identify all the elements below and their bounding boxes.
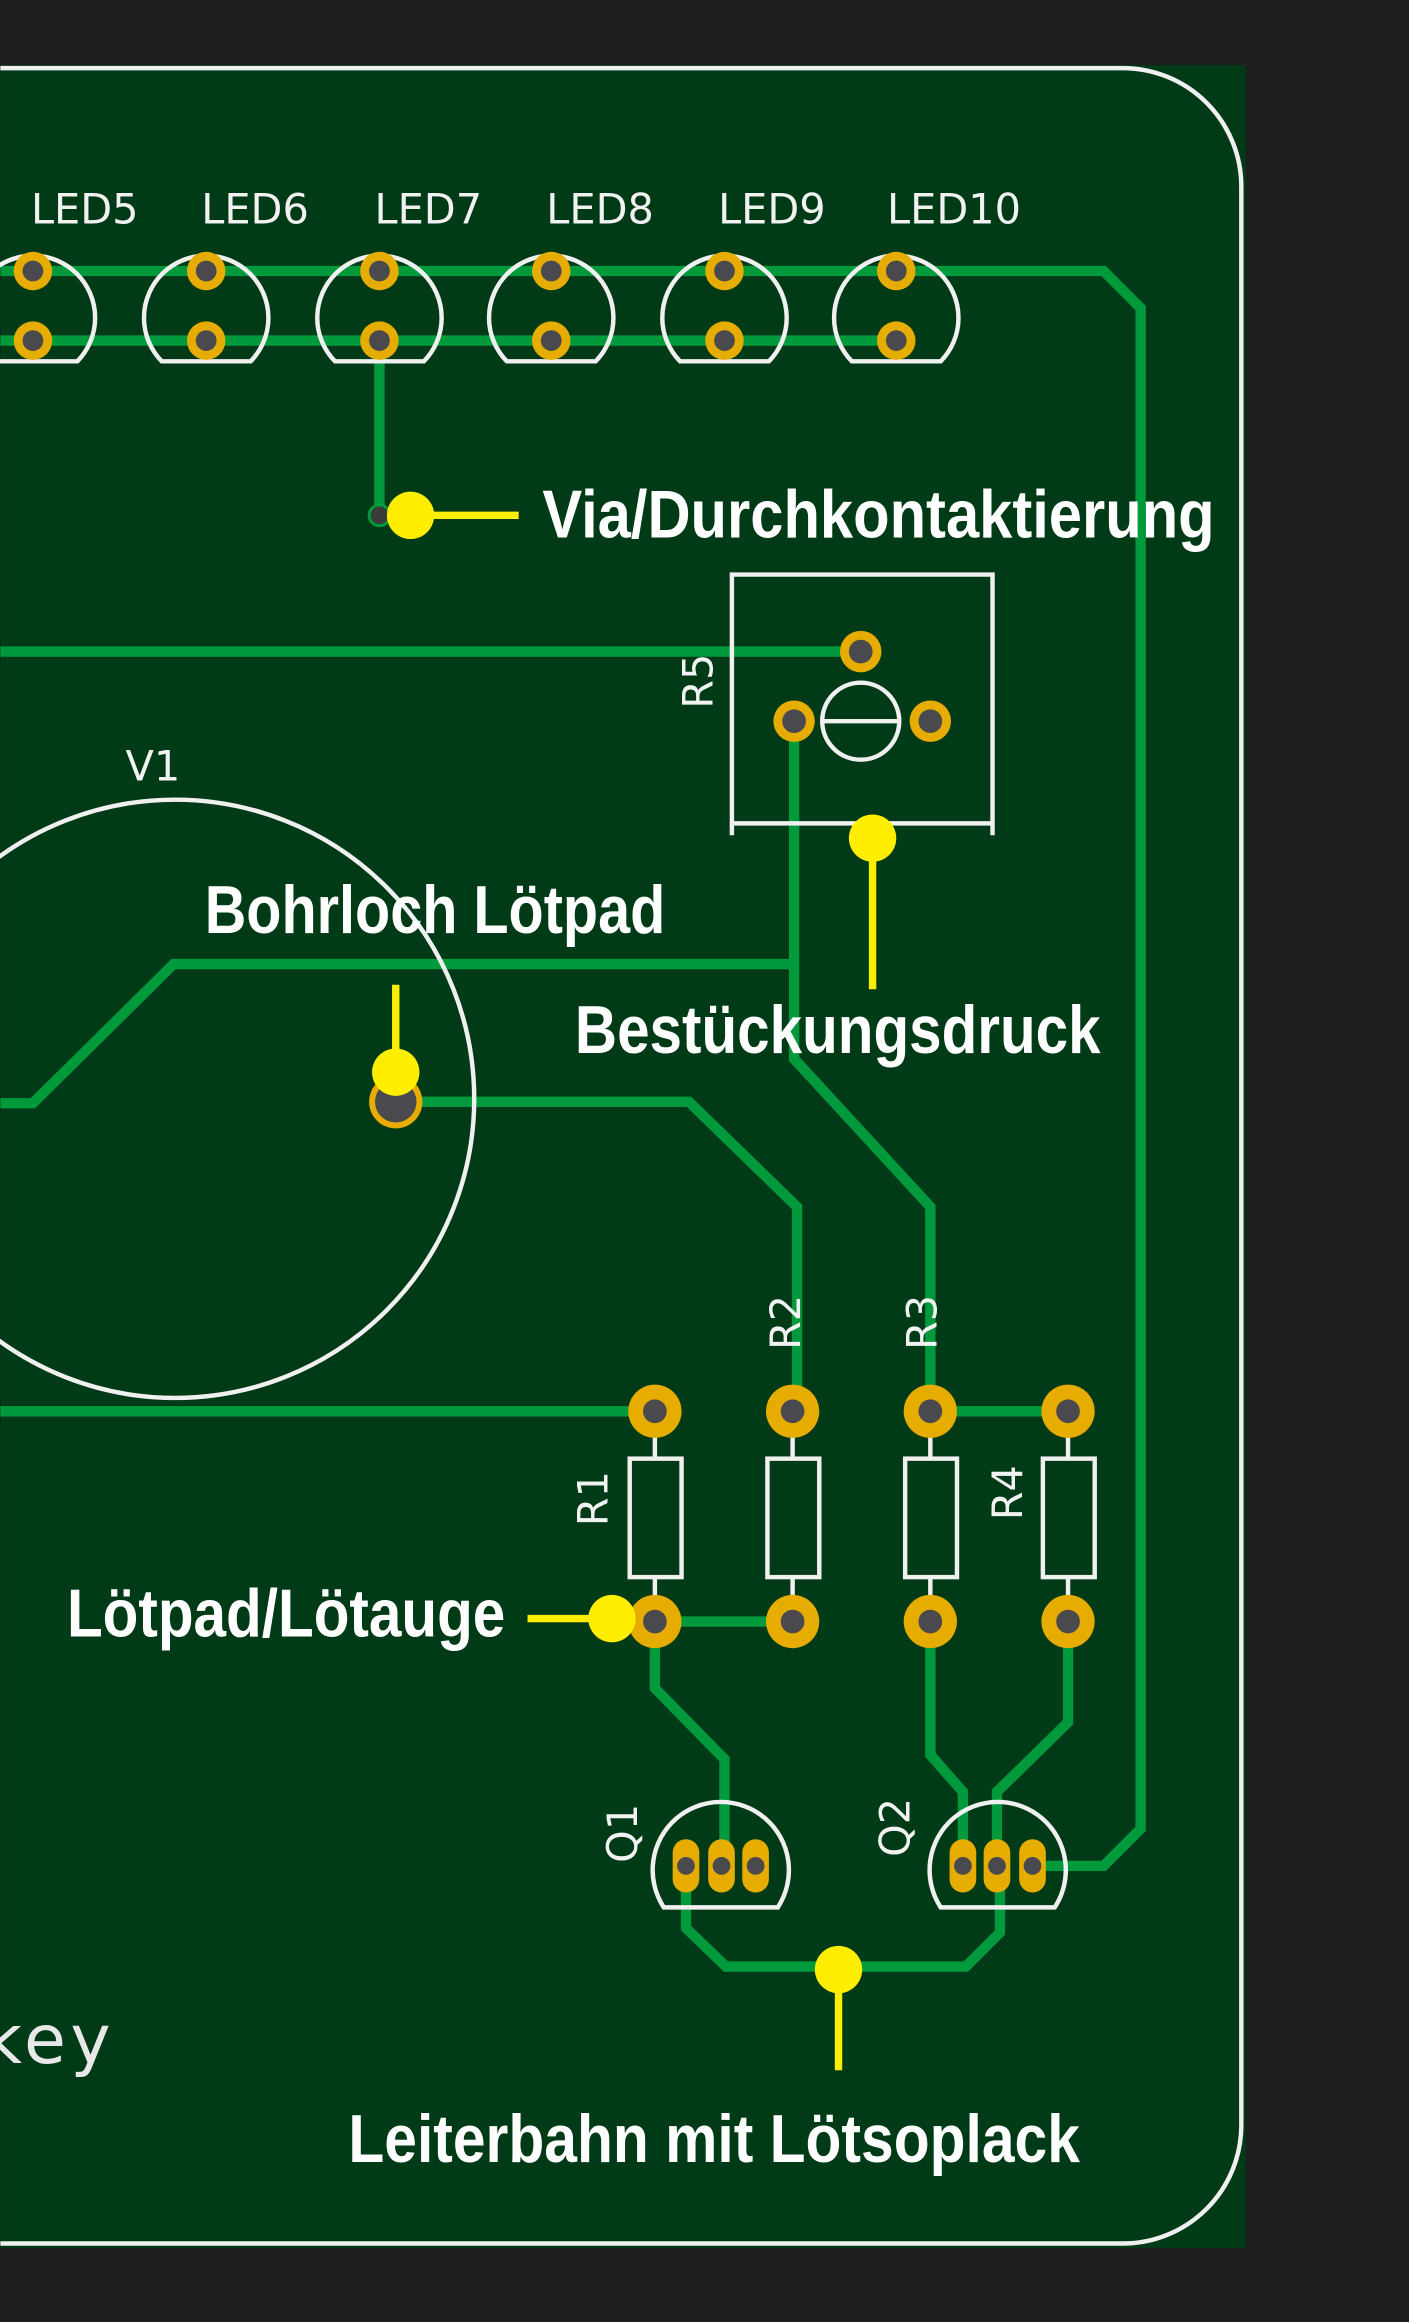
callout-silkscreen: Bestückungsdruck	[575, 814, 1101, 1068]
v1-label: V1	[126, 742, 181, 790]
callout-trace: Leiterbahn mit Lötsoplack	[348, 1945, 1080, 2177]
led6-label: LED6	[201, 186, 309, 234]
r2-label: R2	[762, 1295, 810, 1350]
callout-trace-label: Leiterbahn mit Lötsoplack	[348, 2101, 1080, 2177]
callout-via-label: Via/Durchkontaktierung	[542, 477, 1214, 553]
led	[660, 251, 789, 364]
resistor-r4	[1040, 1384, 1097, 1649]
trace-r4-q2	[991, 1621, 1074, 1863]
transistor-q1: Q1	[599, 1799, 792, 1910]
led	[0, 251, 98, 364]
resistor-r2	[765, 1384, 822, 1649]
trace-led-top	[0, 265, 1146, 1872]
pcb-board	[0, 65, 1246, 2248]
led8-label: LED8	[546, 186, 654, 234]
led5-label: LED5	[31, 186, 139, 234]
board-outline	[0, 65, 1244, 2246]
trace-r3-q2	[925, 1621, 969, 1863]
callouts: Via/Durchkontaktierung Bohrloch Lötpad B…	[67, 477, 1215, 2178]
callout-via-marker	[386, 491, 435, 540]
leds: LED5 LED6 LED7 LED8 LED9 LED10	[0, 186, 1021, 364]
callout-drill-pad: Bohrloch Lötpad	[205, 872, 666, 1096]
callout-pad-marker	[588, 1594, 636, 1643]
callout-trace-marker	[814, 1945, 863, 1994]
r5-label: R5	[675, 654, 723, 709]
board-text-fragment: key	[0, 2001, 115, 2080]
resistors: R1 R2 R3 R4	[570, 1295, 1097, 1649]
callout-pad-label: Lötpad/Lötauge	[67, 1575, 505, 1651]
transistors: Q1 Q2	[599, 1798, 1069, 1910]
led9-label: LED9	[718, 186, 826, 234]
callout-silkscreen-marker	[848, 814, 897, 862]
trace-r1-q1	[649, 1621, 730, 1863]
trace-v1-left	[0, 958, 795, 1109]
r4-label: R4	[984, 1465, 1032, 1520]
r1-label: R1	[570, 1471, 618, 1526]
resistor-r3	[902, 1384, 960, 1649]
q1-label: Q1	[599, 1804, 647, 1863]
transistor-q2: Q2	[872, 1798, 1069, 1910]
led	[831, 251, 961, 364]
callout-via: Via/Durchkontaktierung	[386, 477, 1215, 553]
led	[486, 251, 616, 364]
resistor-r1	[627, 1384, 684, 1649]
trace-r5-r3	[788, 721, 936, 1412]
callout-drill-pad-marker	[372, 1048, 420, 1096]
trace-v1-r2	[395, 1096, 803, 1412]
led7-label: LED7	[375, 186, 483, 234]
r3-label: R3	[898, 1295, 946, 1350]
led10-label: LED10	[887, 186, 1021, 234]
callout-pad: Lötpad/Lötauge	[67, 1575, 636, 1651]
via	[367, 503, 392, 528]
led	[315, 251, 444, 364]
q2-label: Q2	[872, 1798, 920, 1857]
callout-silkscreen-label: Bestückungsdruck	[575, 992, 1101, 1068]
callout-drill-pad-label: Bohrloch Lötpad	[205, 872, 666, 948]
led	[141, 251, 271, 364]
